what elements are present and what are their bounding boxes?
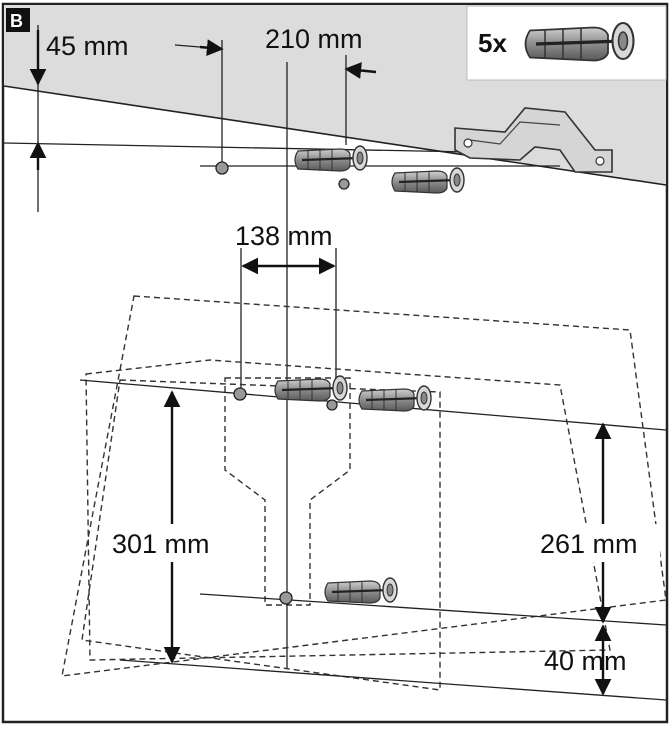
panel-badge-label: B <box>10 11 23 31</box>
dimension-210mm: 210 mm <box>265 24 363 54</box>
drill-hole-top-right <box>338 178 350 190</box>
mounting-bracket <box>454 107 613 173</box>
spacing-arrow-left <box>199 39 224 56</box>
drill-hole-mid-right <box>326 399 338 411</box>
label-backdrop <box>108 524 234 562</box>
drill-hole-top-left <box>215 161 229 175</box>
hole-reference-line-bottom <box>199 593 667 626</box>
dimension-301mm: 301 mm <box>112 529 210 559</box>
spacing-arrow-right <box>344 62 377 79</box>
dimension-138mm: 138 mm <box>235 221 333 251</box>
dimension-40mm: 40 mm <box>544 646 627 676</box>
drill-reference-line-1 <box>3 142 471 153</box>
drill-hole-mid-left <box>233 387 247 401</box>
dimension-leader-left <box>174 44 201 48</box>
bottom-reference-line <box>119 659 667 701</box>
panel-badge <box>6 8 30 32</box>
dimension-45mm: 45 mm <box>46 31 129 61</box>
label-backdrop <box>536 524 660 562</box>
drill-hole-bottom <box>279 591 293 605</box>
quantity-label: 5x <box>478 28 507 58</box>
dimension-261mm: 261 mm <box>540 529 638 559</box>
ceiling-edge-line <box>3 85 667 186</box>
